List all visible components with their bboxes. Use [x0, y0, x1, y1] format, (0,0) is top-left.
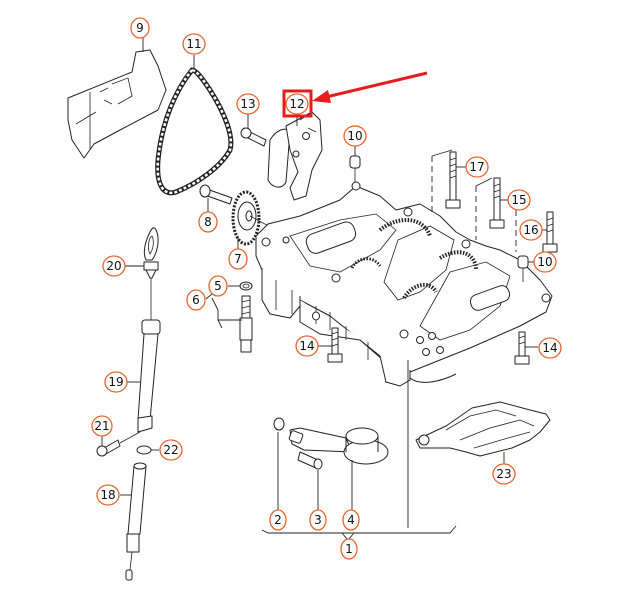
callout-8[interactable]: 8 [198, 211, 218, 233]
callout-label-10-right: 10 [537, 255, 552, 269]
callout-14-right[interactable]: 14 [538, 337, 562, 359]
callout-label-18: 18 [100, 488, 115, 502]
callout-label-6: 6 [192, 293, 200, 307]
drive-chain-part [155, 67, 234, 196]
sprocket-bolt-part [199, 184, 233, 205]
callout-17[interactable]: 17 [465, 156, 489, 178]
callout-label-14-center: 14 [299, 339, 314, 353]
callout-label-19: 19 [108, 375, 123, 389]
chain-tensioner-part [267, 111, 323, 201]
callout-label-2: 2 [274, 513, 282, 527]
callout-label-3: 3 [314, 513, 322, 527]
module-bolt-medium-part [489, 177, 505, 229]
baffle-plate-part [415, 401, 551, 457]
callout-22[interactable]: 22 [159, 439, 183, 461]
callout-2[interactable]: 2 [269, 509, 287, 531]
callout-13[interactable]: 13 [236, 93, 260, 115]
callout-label-12: 12 [289, 97, 304, 111]
callout-label-23: 23 [496, 467, 511, 481]
callout-15[interactable]: 15 [507, 189, 531, 211]
callout-label-21: 21 [94, 419, 109, 433]
callout-4[interactable]: 4 [342, 509, 360, 531]
callout-3[interactable]: 3 [309, 509, 327, 531]
tube-o-ring-part [136, 445, 152, 455]
callout-12[interactable]: 12 [285, 93, 309, 115]
dowel-sleeve-part-top [349, 155, 361, 186]
bracket-1 [261, 525, 457, 541]
module-bolt-lower-part-center [327, 327, 343, 363]
chain-cover-part [67, 49, 167, 159]
callout-label-1: 1 [345, 542, 353, 556]
dipstick-guide-tube-part [137, 319, 161, 421]
callout-10-right[interactable]: 10 [533, 251, 557, 273]
highlight-arrow [312, 71, 428, 103]
callout-16[interactable]: 16 [519, 219, 543, 241]
oil-pump-module-part [255, 181, 553, 387]
callout-19[interactable]: 19 [104, 371, 128, 393]
callout-label-16: 16 [523, 223, 538, 237]
callout-label-13: 13 [240, 97, 255, 111]
guide-tube-screw-part [96, 415, 153, 457]
pickup-o-ring-part [273, 417, 285, 431]
pressure-valve-bolt-part [239, 295, 253, 353]
lower-guide-tube-part [125, 462, 147, 581]
callout-21[interactable]: 21 [91, 415, 113, 437]
callout-1[interactable]: 1 [340, 538, 358, 560]
module-bolt-long-part [445, 151, 461, 209]
module-bolt-lower-part-right [514, 331, 530, 365]
callout-label-5: 5 [214, 279, 222, 293]
callout-label-22: 22 [163, 443, 178, 457]
callout-label-4: 4 [347, 513, 355, 527]
oil-pickup-pipe-part [288, 427, 389, 465]
callout-18[interactable]: 18 [96, 484, 120, 506]
callout-label-11: 11 [186, 37, 201, 51]
tensioner-bolt-part [240, 127, 267, 147]
callout-7[interactable]: 7 [228, 248, 248, 270]
callout-23[interactable]: 23 [492, 463, 516, 485]
module-bolt-short-part [542, 211, 558, 253]
o-ring-small-part [239, 281, 253, 291]
callout-label-14-right: 14 [542, 341, 557, 355]
callout-label-7: 7 [234, 252, 242, 266]
callout-9[interactable]: 9 [130, 17, 150, 39]
callout-label-15: 15 [511, 193, 526, 207]
callout-11[interactable]: 11 [182, 33, 206, 55]
callout-label-9: 9 [136, 21, 144, 35]
callout-20[interactable]: 20 [102, 255, 126, 277]
callout-label-10-top: 10 [347, 129, 362, 143]
callout-5[interactable]: 5 [208, 275, 228, 297]
callout-10-top[interactable]: 10 [343, 125, 367, 147]
pickup-bolt-part [297, 451, 323, 470]
highlight-box [282, 89, 313, 118]
callout-label-17: 17 [469, 160, 484, 174]
dipstick-part [143, 227, 159, 320]
callout-6[interactable]: 6 [186, 289, 206, 311]
callout-label-20: 20 [106, 259, 121, 273]
callout-14-center[interactable]: 14 [295, 335, 319, 357]
callout-label-8: 8 [204, 215, 212, 229]
